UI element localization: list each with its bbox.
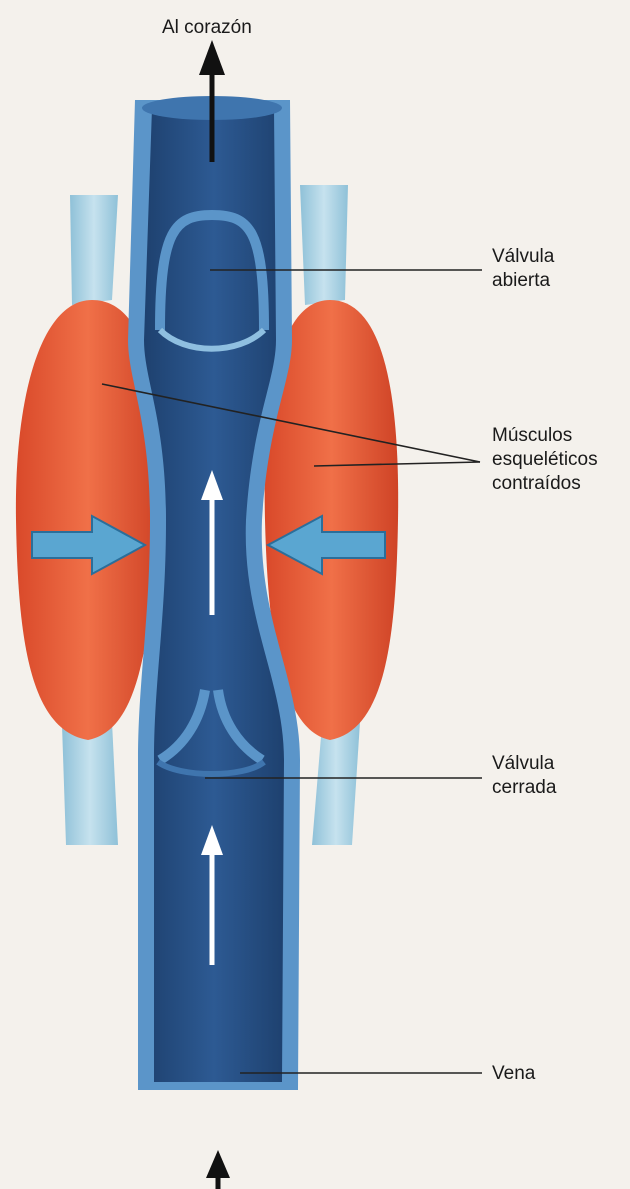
muscles-label-line1: Músculos: [492, 424, 598, 448]
closed-valve-label: Válvula cerrada: [492, 752, 556, 800]
open-valve-label: Válvula abierta: [492, 245, 554, 293]
left-tendon-bottom: [62, 722, 118, 845]
open-valve-label-line1: Válvula: [492, 245, 554, 269]
closed-valve-label-line2: cerrada: [492, 776, 556, 800]
left-tendon-top: [70, 195, 118, 305]
closed-valve-label-line1: Válvula: [492, 752, 556, 776]
muscles-label: Músculos esqueléticos contraídos: [492, 424, 598, 496]
open-valve-label-line2: abierta: [492, 269, 554, 293]
heart-label: Al corazón: [162, 16, 252, 40]
right-tendon-bottom: [312, 722, 360, 845]
vein-label: Vena: [492, 1062, 535, 1086]
muscles-label-line2: esqueléticos: [492, 448, 598, 472]
muscles-label-line3: contraídos: [492, 472, 598, 496]
right-tendon-top: [300, 185, 348, 305]
